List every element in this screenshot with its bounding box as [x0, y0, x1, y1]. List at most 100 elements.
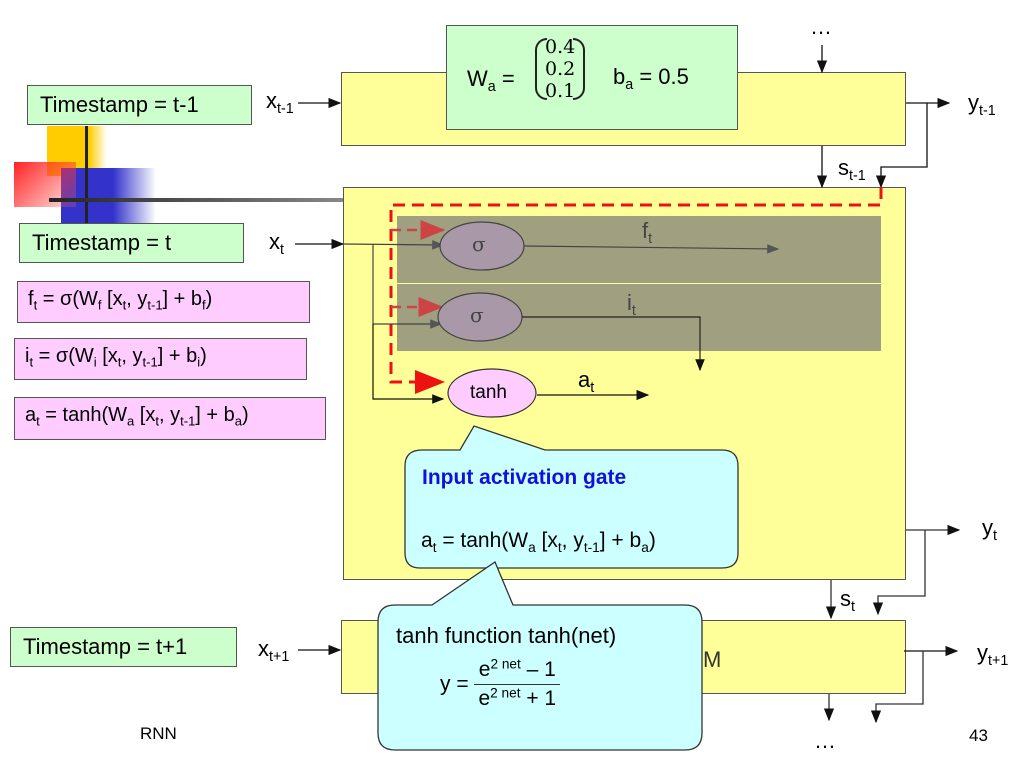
eq-y-sub: t-1	[180, 413, 196, 429]
y-prev-feedback-line	[875, 103, 928, 189]
f-subscript: t	[648, 231, 653, 247]
eq-lhs: a	[25, 404, 37, 426]
callout-activation-formula: at = tanh(Wa [xt, yt-1] + ba)	[421, 529, 656, 555]
weight-matrix: 0.4 0.2 0.1	[533, 36, 586, 102]
input-gate-symbol: σ	[470, 303, 484, 327]
x-curr-label: xt	[269, 229, 284, 258]
eq-x: x	[112, 288, 123, 310]
eq-x-sub: t	[122, 297, 127, 313]
eq-fn: σ(W	[55, 345, 94, 367]
s-curr-label: st	[840, 586, 855, 615]
x-symbol: x	[258, 636, 269, 661]
eq-x-sub: t	[117, 354, 122, 370]
weight-matrix-label: Wa =	[467, 66, 515, 95]
tanh-numerator: e2 net – 1	[474, 656, 561, 685]
s-subscript: t	[851, 599, 855, 615]
weight-value: 0.4	[545, 36, 576, 58]
left-paren	[535, 38, 547, 100]
f-output-label: ft	[642, 218, 653, 247]
i-output-arrow	[522, 316, 705, 372]
eq-y: y	[137, 288, 148, 310]
x-to-input-gate	[372, 244, 443, 329]
eq-fn: σ(W	[59, 288, 98, 310]
eq-x-sub: t	[557, 539, 562, 555]
a-subscript: t	[590, 380, 595, 396]
eq-y-sub: t-1	[142, 354, 158, 370]
s-prev-label: st-1	[838, 155, 866, 183]
eq-b: b	[629, 529, 642, 552]
e-symbol: e	[478, 687, 491, 710]
y-next-label: yt+1	[977, 640, 1008, 668]
e-symbol: e	[478, 658, 491, 681]
eq-w-sub: a	[127, 413, 135, 429]
bias-value: = 0.5	[639, 64, 689, 89]
equation-forget-gate: ft = σ(Wf [xt, yt-1] + bf)	[17, 281, 310, 323]
i-subscript: t	[631, 303, 636, 319]
bias-label: ba = 0.5	[613, 64, 689, 93]
eq-lhs: a	[421, 529, 433, 552]
x-symbol: x	[266, 88, 277, 113]
forget-gate-symbol: σ	[472, 232, 486, 256]
eq-y: y	[132, 345, 143, 367]
x-to-tanh-gate	[372, 324, 445, 404]
callout-tanh-formula: y = e2 net – 1 e2 net + 1	[440, 656, 561, 711]
eq-b: b	[223, 404, 235, 426]
weights-box: Wa = 0.4 0.2 0.1 ba = 0.5	[446, 25, 738, 130]
s-symbol: s	[840, 586, 851, 611]
ellipsis-bottom: …	[814, 728, 836, 753]
y-symbol: y	[982, 515, 993, 540]
footer-title: RNN	[140, 724, 177, 743]
activation-gate-tanh	[447, 368, 537, 418]
f-symbol: f	[642, 218, 649, 243]
callout-activation-shape	[404, 425, 739, 569]
eq-tail: )	[242, 404, 249, 426]
callout-tanh-title: tanh function tanh(net)	[396, 623, 617, 648]
eq-w-sub: f	[97, 297, 102, 313]
eq-y: y	[573, 529, 584, 552]
tanh-y-equals: y =	[440, 672, 469, 696]
y-subscript: t	[993, 528, 997, 544]
timestamp-t-plus-1: Timestamp = t+1	[10, 627, 237, 667]
y-curr-feedback-line	[872, 530, 926, 616]
eq-x: x	[547, 529, 558, 552]
eq-y-sub: t-1	[147, 297, 163, 313]
x-symbol: x	[269, 229, 280, 254]
i-symbol: i	[627, 290, 632, 315]
right-paren	[573, 38, 586, 100]
eq-y-sub: t-1	[583, 539, 600, 555]
y-subscript: t-1	[979, 103, 996, 119]
tanh-fraction: e2 net – 1 e2 net + 1	[474, 656, 561, 711]
decor-blue-square	[61, 168, 156, 224]
timestamp-t-minus-1: Timestamp = t-1	[27, 85, 252, 125]
i-output-label: it	[627, 290, 636, 319]
x-subscript: t	[280, 242, 284, 258]
eq-tail: )	[200, 345, 207, 367]
b-subscript: a	[625, 77, 634, 93]
eq-lhs-sub: t	[432, 539, 437, 555]
e-exponent: 2 net	[490, 656, 521, 672]
eq-b-sub: a	[234, 413, 243, 429]
eq-y: y	[170, 404, 181, 426]
x-to-forget-gate	[342, 240, 445, 250]
eq-x: x	[145, 404, 156, 426]
e-exponent: 2 net	[490, 685, 521, 701]
timestamp-label: Timestamp = t+1	[23, 634, 188, 659]
eq-b: b	[186, 345, 198, 367]
eq-w-sub: i	[93, 354, 97, 370]
decorative-slide-graphic	[14, 126, 344, 226]
eq-b-sub: i	[197, 354, 201, 370]
equation-activation-gate: at = tanh(Wa [xt, yt-1] + ba)	[14, 397, 326, 440]
denominator-rest: + 1	[520, 687, 557, 710]
timestamp-t: Timestamp = t	[19, 223, 244, 263]
y-prev-label: yt-1	[968, 90, 996, 119]
y-symbol: y	[968, 90, 979, 115]
x-next-label: xt+1	[258, 636, 289, 664]
b-symbol: b	[613, 64, 626, 89]
timestamp-label: Timestamp = t	[32, 230, 172, 255]
w-subscript: a	[487, 79, 496, 95]
eq-fn: tanh(W	[460, 529, 529, 552]
numerator-rest: – 1	[520, 658, 556, 681]
decor-horizontal-line	[49, 198, 344, 202]
eq-w-sub: a	[528, 539, 536, 555]
eq-x: x	[107, 345, 118, 367]
